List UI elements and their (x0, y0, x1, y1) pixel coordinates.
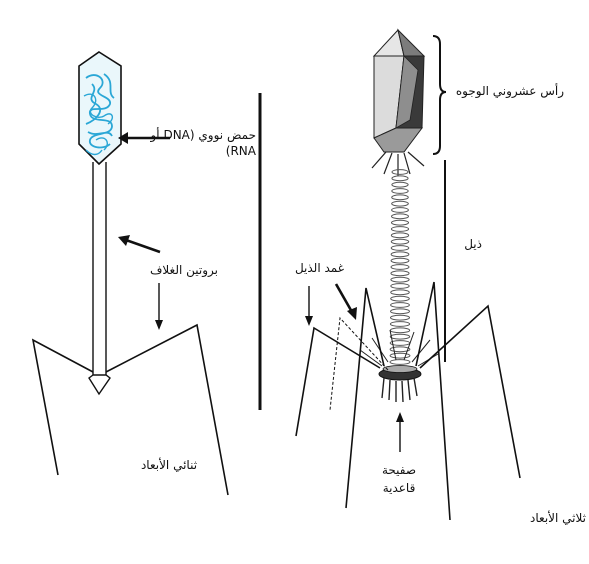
sheath-ring (391, 233, 408, 238)
sheath-ring (390, 322, 409, 327)
sheath-arrow (336, 284, 352, 312)
right-base-plate-top (383, 366, 417, 373)
head-label: رأس عشروني الوجوه (452, 83, 564, 99)
sheath-ring (392, 170, 408, 175)
sheath-ring (391, 303, 410, 308)
sheath-ring (392, 201, 409, 206)
sheath-ring (392, 208, 409, 213)
sheath-ring (392, 189, 408, 194)
base-plate-arrowhead (396, 412, 404, 422)
sheath-ring (391, 252, 409, 257)
left-neck (93, 162, 106, 185)
sheath-ring (390, 334, 409, 339)
sheath-ring (390, 360, 410, 365)
sheath-ring (391, 296, 410, 301)
sheath-arrowhead (347, 307, 357, 320)
right-collar-whiskers (372, 152, 424, 176)
sheath-ring (391, 258, 409, 263)
sheath-ring (392, 195, 409, 200)
left-tail-fiber-left (33, 340, 93, 475)
sheath-ring (391, 246, 409, 251)
sheath-ring (391, 284, 409, 289)
sheath-ring (390, 315, 409, 320)
sheath-ring (391, 239, 408, 244)
sheath-ring (391, 220, 408, 225)
base-plate-label-line1: صفيحة (368, 462, 430, 478)
capsid-protein-arrow (126, 240, 160, 252)
right-tail-sheath (390, 170, 410, 365)
sheath-ring (390, 353, 410, 358)
sheath-ring (390, 328, 409, 333)
left-fibers-label: ثنائي الأبعاد (134, 457, 204, 473)
right-short-fibers (360, 330, 438, 366)
sheath-ring (391, 277, 409, 282)
sheath-ring (392, 176, 408, 181)
sheath-ring (392, 182, 408, 187)
head-brace (433, 36, 446, 154)
sheath-ring (391, 271, 409, 276)
right-fibers-label: ثلاثي الأبعاد (516, 510, 586, 526)
right-tail-fiber-4 (420, 306, 520, 478)
right-tail-fiber-1 (296, 328, 380, 436)
left-tail-tip (89, 375, 110, 394)
tail-sheath-label: غمد الذيل (272, 260, 344, 276)
sheath-ring (392, 214, 409, 219)
base-plate-label-line2: قاعدية (368, 480, 430, 496)
tail-label: ذيل (452, 236, 482, 252)
down-arrowhead-left (155, 320, 163, 330)
capsid-protein-label: بروتين الغلاف (122, 262, 218, 278)
dna-label: حمض نووي (DNA أو RNA) (132, 127, 256, 159)
sheath-ring (391, 290, 410, 295)
left-tail-tube (93, 185, 106, 375)
right-base-pins (382, 378, 417, 402)
sheath-ring (391, 227, 408, 232)
sheath-ring (391, 309, 410, 314)
down-arrowhead-right (305, 316, 313, 326)
sheath-ring (391, 265, 409, 270)
